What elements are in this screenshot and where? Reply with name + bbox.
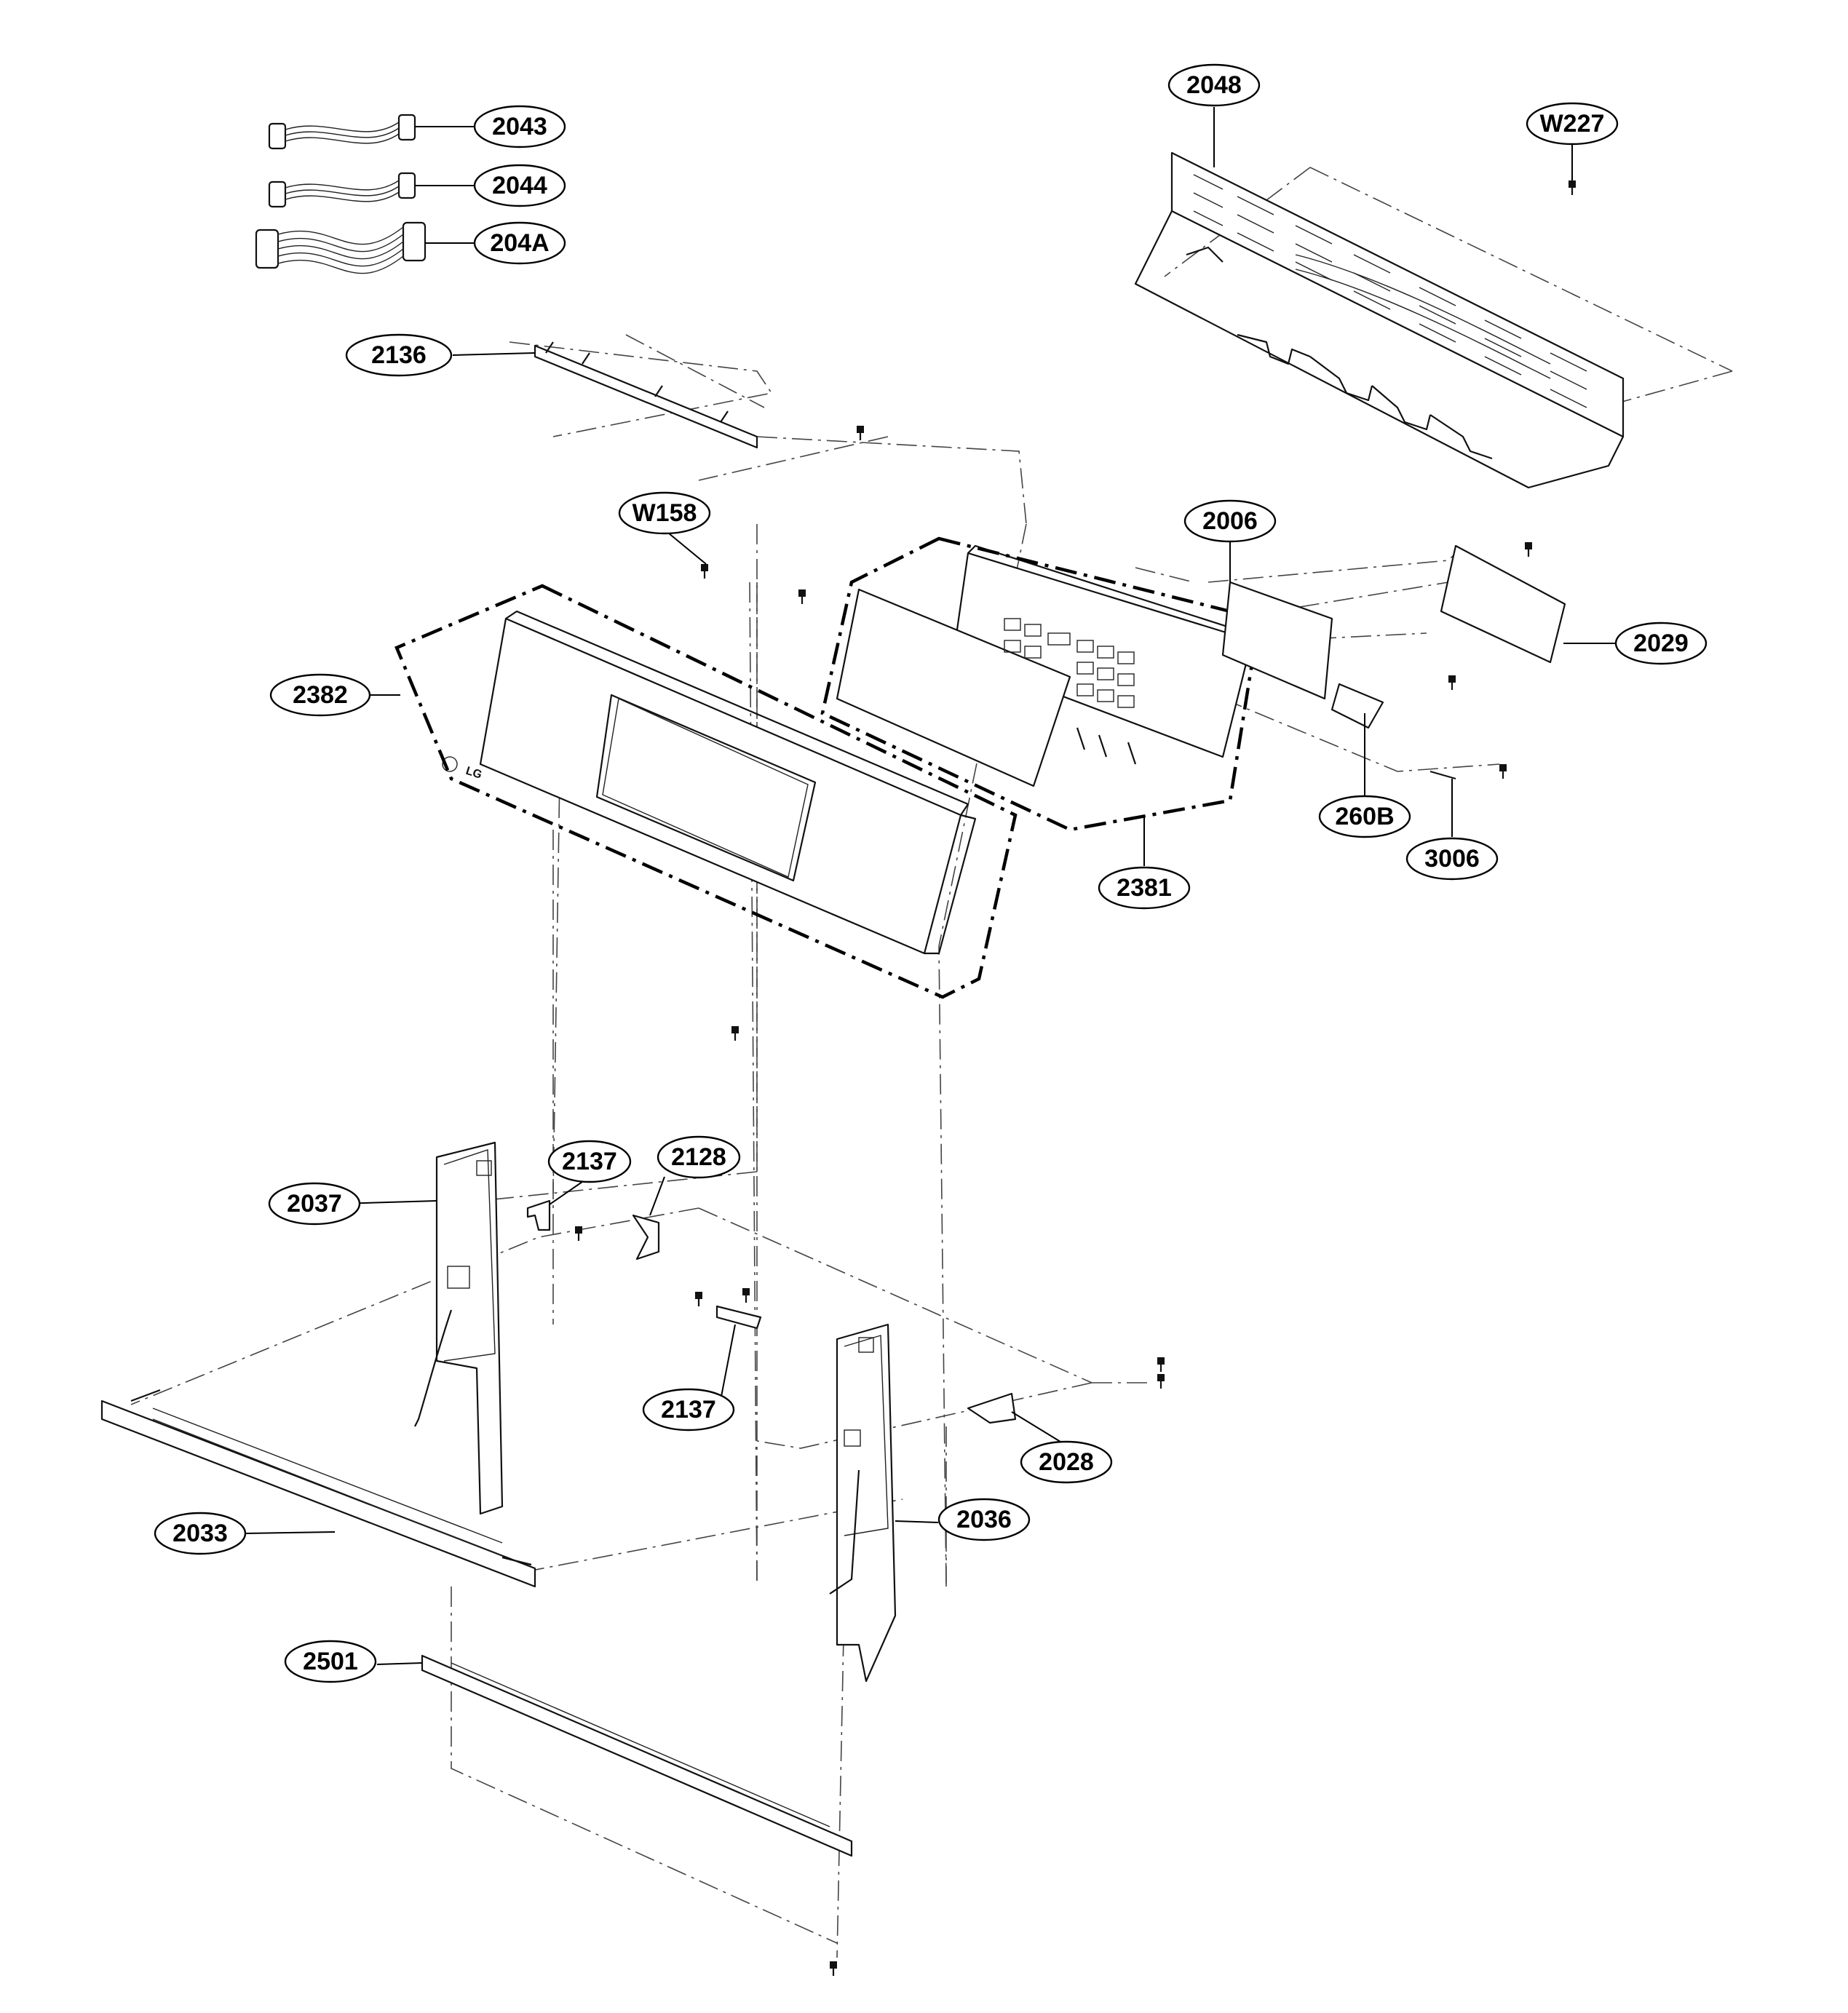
svg-text:W158: W158 xyxy=(632,499,697,527)
callout-204A: 204A xyxy=(473,221,566,265)
clip-2137-lower xyxy=(715,1305,762,1330)
svg-text:2033: 2033 xyxy=(172,1520,228,1547)
screw-icon xyxy=(1569,180,1576,195)
assembly-boundary-2382 xyxy=(394,584,1018,999)
svg-text:2382: 2382 xyxy=(293,681,348,709)
side-bracket-2037 xyxy=(414,1141,504,1515)
svg-text:260B: 260B xyxy=(1335,803,1394,830)
display-module-2381 xyxy=(836,544,1261,787)
board-260B xyxy=(1331,683,1384,729)
wire-harness-204A xyxy=(255,221,427,274)
callout-2128: 2128 xyxy=(657,1135,741,1179)
callout-2381: 2381 xyxy=(1098,866,1191,910)
lower-rail-2501 xyxy=(421,1654,853,1857)
screws xyxy=(575,180,1576,1976)
callout-2137-lower: 2137 xyxy=(642,1388,735,1432)
screw-icon xyxy=(701,564,708,579)
svg-text:2043: 2043 xyxy=(492,113,547,140)
screw-icon xyxy=(1499,764,1507,779)
screw-icon xyxy=(1157,1357,1165,1372)
svg-text:2028: 2028 xyxy=(1039,1448,1094,1476)
cover-2029 xyxy=(1440,544,1566,664)
svg-text:2029: 2029 xyxy=(1633,630,1689,657)
callout-2036: 2036 xyxy=(937,1498,1031,1541)
callout-3006: 3006 xyxy=(1405,837,1499,881)
svg-text:2006: 2006 xyxy=(1202,507,1258,535)
clip-2137-upper xyxy=(526,1199,551,1231)
leader-lines xyxy=(245,107,1616,1665)
callout-260B: 260B xyxy=(1318,795,1411,838)
svg-text:2128: 2128 xyxy=(671,1143,726,1171)
svg-text:2048: 2048 xyxy=(1186,71,1242,99)
svg-text:2381: 2381 xyxy=(1117,874,1172,902)
bracket-2136 xyxy=(534,341,758,449)
front-trim-2033 xyxy=(100,1389,536,1588)
svg-text:W227: W227 xyxy=(1540,110,1605,138)
screw-icon xyxy=(1157,1374,1165,1389)
callout-W158: W158 xyxy=(618,491,711,535)
callout-W227: W227 xyxy=(1526,102,1619,146)
svg-text:2136: 2136 xyxy=(371,341,427,369)
callout-2136: 2136 xyxy=(345,333,453,377)
callout-2044: 2044 xyxy=(473,164,566,207)
svg-text:2137: 2137 xyxy=(661,1396,716,1424)
rear-vent-panel xyxy=(1134,151,1625,489)
screw-icon xyxy=(857,426,864,440)
screw-icon xyxy=(1448,675,1456,690)
svg-text:3006: 3006 xyxy=(1424,845,1480,873)
screw-icon xyxy=(695,1292,702,1306)
screw-icon xyxy=(731,1026,739,1041)
svg-text:2044: 2044 xyxy=(492,172,547,199)
callout-2006: 2006 xyxy=(1183,499,1277,543)
svg-text:2036: 2036 xyxy=(956,1506,1012,1533)
screw-icon xyxy=(742,1288,750,1303)
svg-text:204A: 204A xyxy=(490,229,549,257)
callout-2137-upper: 2137 xyxy=(547,1140,632,1183)
callout-2029: 2029 xyxy=(1614,622,1708,665)
control-board-2006 xyxy=(1221,581,1333,700)
svg-text:2137: 2137 xyxy=(562,1148,617,1175)
keypad-buttons xyxy=(1004,618,1135,708)
callout-2033: 2033 xyxy=(154,1512,247,1555)
screw-icon xyxy=(798,589,806,604)
svg-text:2037: 2037 xyxy=(287,1190,342,1218)
svg-text:2501: 2501 xyxy=(303,1648,358,1675)
callout-2043: 2043 xyxy=(473,105,566,148)
screw-icon xyxy=(830,1961,837,1976)
construction-lines xyxy=(130,167,1733,1958)
wire-harness-2044 xyxy=(268,172,416,208)
screw-icon xyxy=(1525,542,1532,557)
control-panel-2382: LG xyxy=(442,610,977,955)
callout-2382: 2382 xyxy=(269,673,371,717)
callout-2501: 2501 xyxy=(284,1640,377,1683)
callout-2028: 2028 xyxy=(1020,1440,1113,1484)
clip-2028 xyxy=(967,1392,1017,1424)
clip-2128 xyxy=(632,1214,660,1260)
callout-2037: 2037 xyxy=(268,1182,361,1226)
wire-harness-2043 xyxy=(268,114,416,150)
side-bracket-2036 xyxy=(829,1323,897,1683)
rod-3006 xyxy=(1429,770,1456,780)
callout-2048: 2048 xyxy=(1167,63,1261,107)
screw-icon xyxy=(575,1226,582,1241)
brand-logo-text: LG xyxy=(464,765,483,782)
